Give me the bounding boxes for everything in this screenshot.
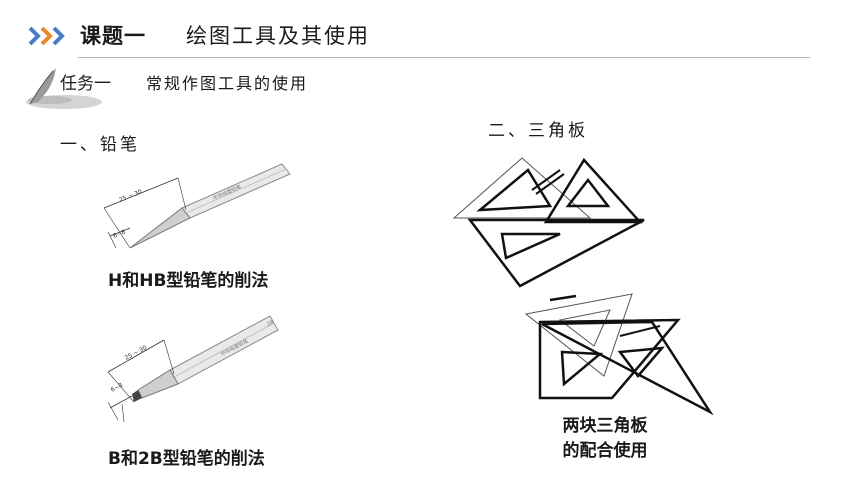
b-short-dim-label: 6~8: [110, 382, 125, 394]
b-long-dim-label: 25 ~ 30: [124, 344, 149, 362]
triangle-caption-line2: 的配合使用: [562, 441, 648, 461]
b-pencil-diagram: 中华绘图铅笔 2B 25 ~ 30 6~8: [107, 315, 279, 423]
triangle-caption-line1: 两块三角板: [562, 416, 648, 436]
hb-pencil-diagram: 中华绘图铅笔 25 ~ 30 6~8: [103, 163, 291, 249]
triangle-caption: 两块三角板 的配合使用: [540, 414, 670, 464]
b-pencil-caption: B和2B型铅笔的削法: [108, 449, 265, 469]
chevron-right-icon: [28, 26, 65, 46]
course-subtitle: 绘图工具及其使用: [186, 24, 370, 48]
pencil-section-label: 一、铅笔: [60, 135, 140, 155]
course-title: 课题一: [80, 24, 146, 48]
task-title: 任务一: [60, 74, 111, 94]
task-name: 常规作图工具的使用: [146, 74, 309, 93]
quill-pen-icon: [26, 68, 102, 109]
svg-text:2B: 2B: [266, 319, 275, 328]
hb-long-dim-label: 25 ~ 30: [118, 188, 143, 204]
triangles-diagram-top: [452, 157, 645, 288]
hb-short-dim-label: 6~8: [112, 229, 127, 240]
triangle-section-label: 二、三角板: [488, 121, 588, 141]
header-divider: [78, 57, 810, 58]
hb-pencil-caption: H和HB型铅笔的削法: [108, 271, 269, 291]
triangles-diagram-bottom: [524, 293, 714, 416]
